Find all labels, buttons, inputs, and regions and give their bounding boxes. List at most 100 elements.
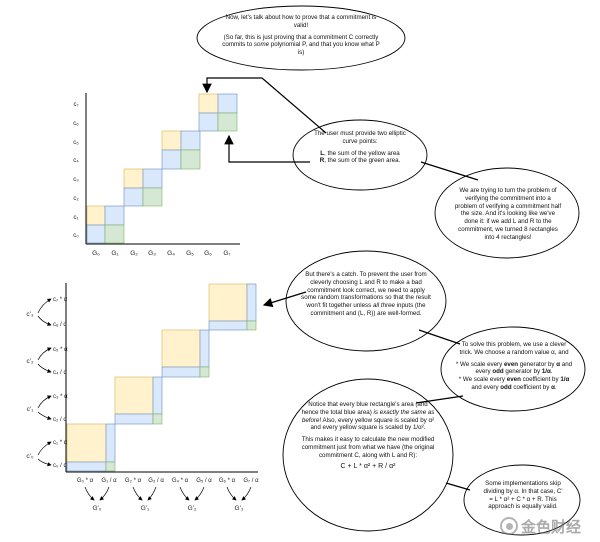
text-part: Notice that every blue rectangle's area …	[301, 401, 428, 416]
top-blue-cell-1a	[142, 168, 163, 189]
text-bold: R	[319, 157, 325, 165]
bottom-y-label: c₄ / α	[53, 370, 67, 376]
watermark-logo-icon	[500, 517, 518, 535]
bubble-catch: But there's a catch. To prevent the user…	[300, 271, 432, 322]
thought-clouds	[196, 5, 586, 536]
text-bold: 1/α	[541, 368, 551, 376]
top-blue-cell-0b	[86, 224, 106, 244]
bottom-x-label: G₆ * α	[219, 478, 236, 484]
top-x-label: G₆	[204, 250, 212, 257]
bubble-half-size-text: We are trying to turn the problem of ver…	[454, 187, 562, 241]
top-yellow-cell-0	[86, 205, 106, 226]
top-blue-cell-1b	[123, 187, 144, 207]
top-blue-cell-2b	[161, 149, 182, 170]
top-yellow-cell-2	[161, 130, 182, 151]
bubble-trick-generators: * We scale every even generator by α and…	[455, 361, 573, 377]
bubble-user-points-L: L, the sum of the yellow area	[312, 150, 408, 158]
bottom-blue-cell-3a	[246, 283, 257, 322]
watermark-text: 金色财经	[521, 517, 582, 536]
text-part: (So far, this is just proving that a com…	[222, 33, 379, 49]
bottom-blue-cell-3b	[208, 320, 248, 331]
text-part: coefficient by	[511, 383, 552, 391]
top-x-label: G₁	[111, 250, 119, 257]
bottom-yellow-cell-2	[161, 329, 201, 368]
top-y-label: c₁	[73, 215, 78, 221]
bottom-y-label: c₁ * α	[53, 440, 68, 446]
text-part: * We scale every	[458, 376, 507, 383]
bottom-x-label: G₇ / α	[243, 478, 259, 484]
bubble-blue-area-p1: Notice that every blue rectangle's area …	[300, 401, 436, 432]
top-x-label: G₅	[186, 250, 194, 257]
bubble-blue-area-formula: C + L * α² + R / α²	[340, 463, 396, 471]
bottom-x-group-label: G'₂	[188, 505, 197, 512]
bottom-y-label: c₂ / α	[53, 417, 67, 423]
text-bold: even	[506, 376, 521, 383]
bottom-x-label: G₅ / α	[196, 478, 212, 484]
bottom-x-label: G₂ * α	[125, 478, 142, 484]
line-trick-to-blue	[415, 395, 464, 404]
bubble-user-points-R: R, the sum of the green area.	[312, 157, 408, 165]
bubble-user-points-line1: The user must provide two elliptic curve…	[314, 130, 406, 145]
bottom-yellow-cell-0	[66, 423, 107, 463]
text-part: and every	[475, 360, 573, 376]
bottom-yellow-cell-1	[114, 376, 154, 415]
bottom-y-label: c₆ / α	[53, 322, 67, 328]
bottom-green-cell-1	[152, 413, 163, 425]
bubble-catch-text: But there's a catch. To prevent the user…	[300, 271, 432, 318]
connector-arrows	[202, 77, 479, 491]
bubble-intro-line2: (So far, this is just proving that a com…	[220, 34, 382, 57]
bottom-y-brace-arrows	[37, 298, 52, 467]
top-yellow-cell-1	[123, 168, 144, 189]
bottom-green-cell-2	[199, 366, 210, 378]
top-y-label: c₃	[73, 177, 79, 183]
text-part: , the sum of the green area.	[324, 157, 401, 165]
bottom-blue-cell-1a	[152, 376, 163, 415]
bottom-y-group-label: c'₃	[26, 311, 33, 318]
cloud-blue-area	[282, 378, 454, 532]
bubble-implementations: Some implementations skip dividing by α.…	[482, 480, 564, 515]
bottom-y-group-label: c'₂	[26, 358, 33, 365]
top-green-cell-1	[142, 187, 163, 207]
bubble-intro: Now, let's talk about how to prove that …	[220, 14, 382, 61]
text-part: But there's a catch. To prevent the user…	[301, 271, 431, 309]
text-bold: 1/α	[560, 376, 570, 383]
text-bold: L	[320, 149, 325, 157]
text-part: generator by	[503, 368, 542, 376]
text-bold: odd	[500, 383, 512, 391]
top-blue-cell-2a	[180, 130, 201, 151]
bottom-green-cell-3	[246, 320, 257, 331]
text-bold: odd	[492, 368, 504, 376]
line-catch-to-trick	[418, 329, 461, 345]
bottom-blue-cell-0b	[66, 461, 107, 472]
bottom-x-group-labels: G'₀ G'₁ G'₂ G'₃	[93, 505, 244, 512]
text-emphasis: is exactly the same as before	[301, 408, 435, 424]
top-x-label: G₃	[148, 250, 156, 257]
bottom-y-group-label: c'₀	[26, 453, 33, 460]
text-emphasis: all three	[372, 302, 395, 309]
text-bold: α	[551, 383, 555, 391]
bubble-intro-line1: Now, let's talk about how to prove that …	[225, 14, 377, 29]
top-y-label: c₂	[73, 196, 79, 202]
text-bold: α	[556, 360, 561, 368]
top-x-label: G₂	[130, 250, 138, 257]
top-green-cell-3	[217, 112, 238, 132]
text-emphasis: some	[253, 41, 270, 49]
bottom-green-cell-0	[105, 461, 116, 472]
text-part: * We scale every	[455, 360, 504, 368]
bubble-half-size: We are trying to turn the problem of ver…	[454, 187, 562, 245]
top-blue-cell-0a	[104, 205, 125, 226]
top-x-label: G₇	[223, 250, 230, 257]
bottom-blue-cell-1b	[114, 413, 154, 425]
bottom-x-label: G₃ / α	[148, 478, 164, 484]
bottom-y-label: c₅ * α	[53, 347, 68, 353]
text-part: inputs (the commitment and (L, R)) are w…	[310, 302, 426, 317]
cloud-half-size	[434, 167, 580, 259]
top-blue-cell-3a	[217, 93, 238, 114]
top-chart: c₇ c₆ c₅ c₄ c₃ c₂ c₁ c₀ G₀ G₁ G₂ G₃ G₄ G…	[73, 93, 240, 257]
bottom-y-group-labels: c'₃ c'₂ c'₁ c'₀	[26, 311, 34, 460]
text-part: polynomial P, and that you know what P i…	[269, 41, 380, 56]
text-part: generator by	[518, 360, 557, 368]
bubble-implementations-text: Some implementations skip dividing by α.…	[483, 480, 563, 511]
bubble-trick: To solve this problem, we use a clever t…	[455, 341, 573, 392]
